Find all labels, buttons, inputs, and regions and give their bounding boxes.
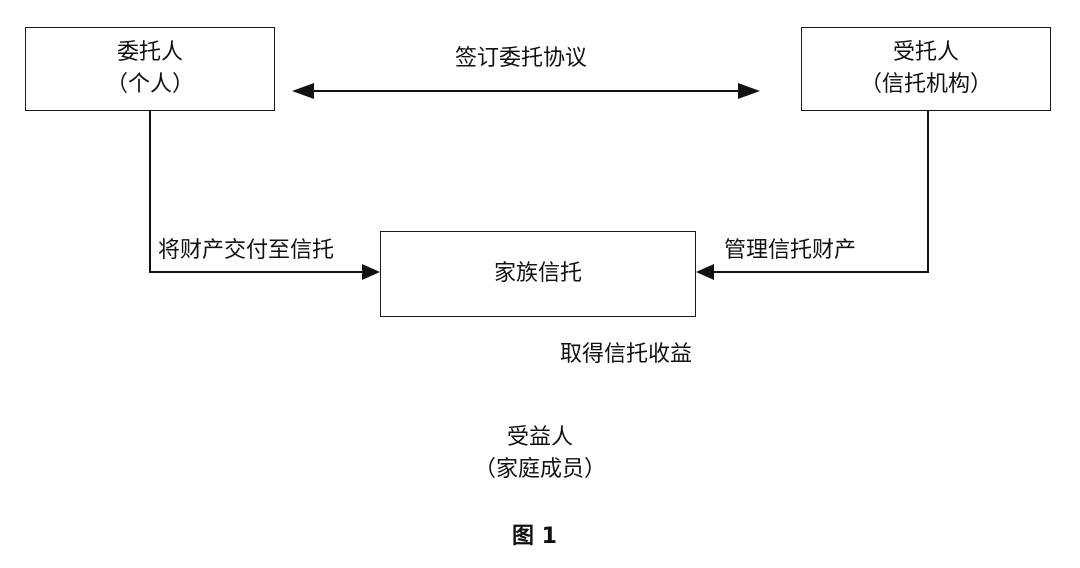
trustee-title: 受托人	[892, 40, 959, 65]
trust-box: 家族信托	[380, 231, 696, 317]
beneficiary-node: 受益人 （家庭成员）	[460, 422, 620, 486]
settlor-box: 委托人 （个人）	[25, 27, 275, 111]
settlor-subtitle: （个人）	[105, 72, 194, 97]
beneficiary-subtitle: （家庭成员）	[473, 457, 606, 482]
manage-connector	[696, 110, 929, 280]
settlor-title: 委托人	[116, 40, 183, 65]
trust-title: 家族信托	[493, 261, 582, 286]
transfer-label: 将财产交付至信托	[158, 238, 335, 263]
manage-label: 管理信托财产	[724, 238, 857, 263]
figure-caption: 图 1	[512, 524, 557, 549]
trustee-subtitle: （信托机构）	[859, 72, 992, 97]
benefit-label: 取得信托收益	[560, 342, 693, 367]
agreement-label: 签订委托协议	[455, 46, 588, 71]
agreement-arrow	[292, 83, 760, 99]
transfer-connector	[149, 110, 380, 280]
beneficiary-title: 受益人	[506, 425, 573, 450]
trustee-box: 受托人 （信托机构）	[801, 27, 1051, 111]
